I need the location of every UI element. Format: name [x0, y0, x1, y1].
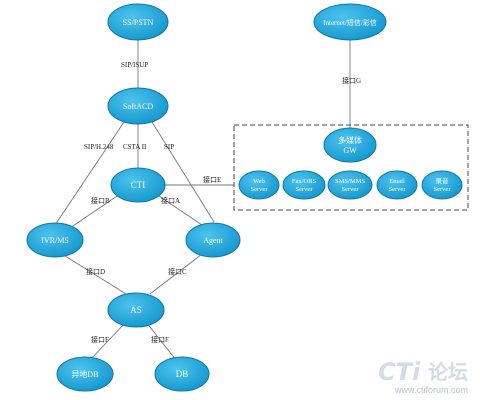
edge-cti-agent — [155, 193, 203, 226]
watermark-logo-cn: 论坛 — [428, 360, 468, 384]
edge-label-sip: SIP — [164, 143, 174, 151]
node-email-server-label-line1: Email — [389, 178, 405, 185]
edge-cti-ivr — [69, 193, 121, 229]
multimedia-gateway-group — [233, 124, 469, 211]
node-ivr-ms: IVR/MS — [26, 222, 84, 258]
node-fax-obs-server-label-line2: Server — [296, 186, 314, 193]
edge-as-db — [145, 321, 177, 361]
node-as-label: AS — [130, 305, 142, 315]
edge-agent-as — [149, 253, 203, 295]
edge-labels: SIP/ISUP SIP/H.248 CSTA II SIP 接口B 接口A 接… — [84, 61, 361, 344]
edges — [54, 40, 351, 361]
edge-label-csta-ii: CSTA II — [123, 143, 147, 151]
edge-label-sip-isup: SIP/ISUP — [121, 61, 148, 69]
node-cti: CTI — [110, 167, 166, 203]
node-recording-server-label-line2: Server — [434, 186, 452, 193]
node-ivr-ms-label: IVR/MS — [41, 236, 69, 245]
node-db-label: DB — [176, 369, 189, 379]
watermark-logo-text: CTi — [378, 358, 421, 386]
node-email-server: Email Server — [376, 170, 418, 200]
node-ss-pstn-label: SS/PSTN — [123, 18, 154, 27]
watermark-url: www.ctiforum.com — [394, 385, 468, 395]
edge-label-interface-a: 接口A — [161, 196, 180, 205]
edge-label-sip-h248: SIP/H.248 — [84, 143, 114, 151]
node-web-server-label-line2: Server — [251, 186, 269, 193]
node-heterogeneous-db-label: 异地DB — [71, 369, 98, 379]
edge-label-interface-e: 接口E — [203, 175, 221, 184]
edge-softacd-agent — [151, 121, 215, 223]
edge-label-interface-d: 接口D — [86, 267, 105, 276]
node-email-server-label-line2: Server — [389, 186, 407, 193]
node-fax-obs-server-label-line1: Fax/OBS — [292, 178, 317, 185]
edge-ivr-as — [61, 253, 127, 295]
node-recording-server-label-line1: 录音 — [436, 176, 450, 185]
node-sms-mms-server: SMS/MMS Server — [327, 170, 373, 200]
node-softacd-label: SoftACD — [123, 102, 153, 111]
edge-label-interface-f-left: 接口F — [91, 335, 109, 344]
edge-label-interface-g: 接口G — [342, 76, 361, 85]
node-multimedia-gw-label-line2: GW — [343, 146, 357, 155]
edge-label-interface-f-right: 接口F — [151, 335, 169, 344]
node-multimedia-gw: 多媒体 GW — [323, 127, 377, 163]
node-sms-mms-server-label-line2: Server — [342, 186, 360, 193]
node-softacd: SoftACD — [107, 87, 169, 125]
node-sms-mms-server-label-line1: SMS/MMS — [335, 178, 365, 185]
node-web-server: Web Server — [238, 170, 280, 200]
edge-as-heterogeneous-db — [89, 321, 127, 361]
node-web-server-label-line1: Web — [253, 178, 265, 185]
node-heterogeneous-db: 异地DB — [56, 356, 114, 392]
node-cti-label: CTI — [131, 180, 146, 190]
node-agent: Agent — [185, 222, 241, 258]
node-as: AS — [107, 292, 165, 328]
node-ss-pstn: SS/PSTN — [107, 3, 169, 41]
edge-softacd-ivr — [54, 121, 125, 226]
node-recording-server: 录音 Server — [421, 170, 463, 200]
node-fax-obs-server: Fax/OBS Server — [282, 170, 326, 200]
node-agent-label: Agent — [203, 236, 223, 245]
node-internet: Internet/短信/彩信 — [313, 3, 387, 41]
ctiforum-watermark: CTi 论坛 www.ctiforum.com — [378, 358, 468, 395]
node-db: DB — [154, 356, 210, 392]
edge-label-interface-c: 接口C — [168, 267, 187, 276]
edge-label-interface-b: 接口B — [91, 196, 110, 205]
node-internet-label: Internet/短信/彩信 — [323, 18, 377, 27]
node-multimedia-gw-label-line1: 多媒体 — [338, 135, 362, 145]
